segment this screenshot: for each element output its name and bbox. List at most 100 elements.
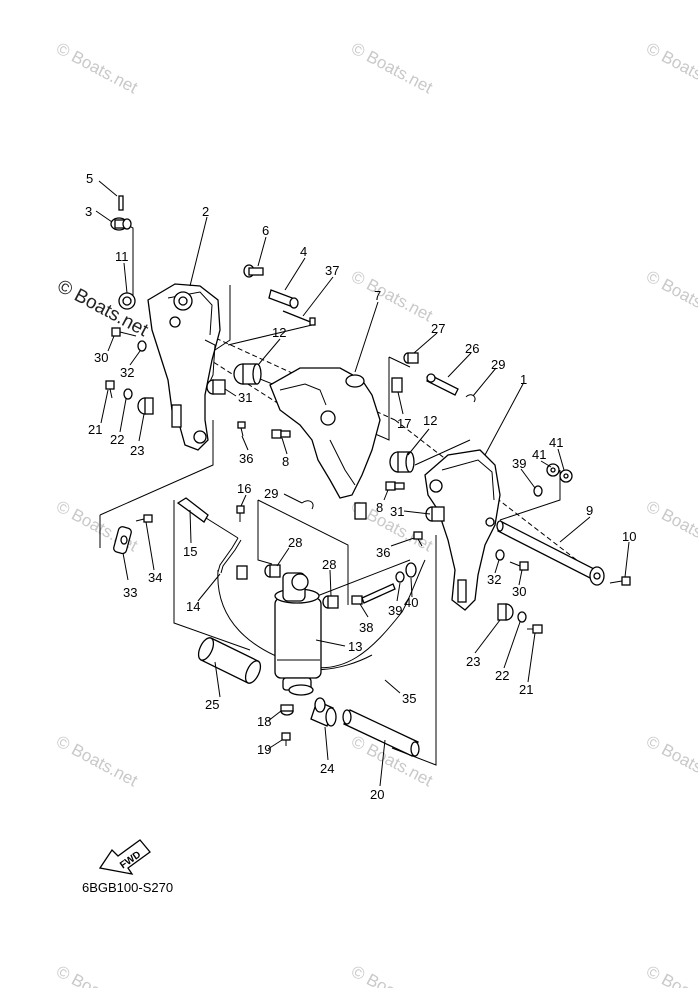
callout-33: 33 xyxy=(123,585,137,600)
part-32-washer-left xyxy=(137,340,147,352)
part-25-tube xyxy=(197,637,262,684)
part-8-bolt-upper xyxy=(271,429,291,439)
part-16-screw xyxy=(236,505,245,522)
callout-2: 2 xyxy=(202,204,209,219)
watermark: © Boats.net xyxy=(53,962,141,988)
callout-19: 19 xyxy=(257,742,271,757)
watermark-dark: © Boats.net xyxy=(54,276,152,342)
callout-31b: 31 xyxy=(390,504,404,519)
part-38-bolt xyxy=(351,583,396,605)
part-18-washer xyxy=(280,704,294,716)
part-27-pin xyxy=(403,352,419,364)
part-15-lever xyxy=(176,497,239,539)
leader-lines xyxy=(95,180,630,787)
callout-13: 13 xyxy=(348,639,362,654)
watermark: © Boats.net xyxy=(348,39,436,98)
part-39-washer-upper xyxy=(533,485,543,497)
part-26-shaft xyxy=(426,373,459,396)
callout-30a: 30 xyxy=(94,350,108,365)
part-11-bushing xyxy=(118,292,136,310)
callout-29b: 29 xyxy=(491,357,505,372)
callout-22b: 22 xyxy=(495,668,509,683)
callout-38: 38 xyxy=(359,620,373,635)
callout-10: 10 xyxy=(622,529,636,544)
callout-15: 15 xyxy=(183,544,197,559)
callout-7: 7 xyxy=(374,288,381,303)
part-10-bolt xyxy=(609,576,631,586)
callout-24: 24 xyxy=(320,761,334,776)
callout-27: 27 xyxy=(431,321,445,336)
callout-8a: 8 xyxy=(282,454,289,469)
callout-21a: 21 xyxy=(88,422,102,437)
callout-6: 6 xyxy=(262,223,269,238)
part-32-washer-right xyxy=(495,549,505,561)
part-21-bolt-right xyxy=(527,624,543,634)
part-31-collar-right xyxy=(425,506,445,522)
part-6-pin xyxy=(243,264,264,278)
callout-32b: 32 xyxy=(487,572,501,587)
part-36-screw-right xyxy=(413,531,423,547)
diagram-code: 6BGB100-S270 xyxy=(82,880,173,895)
callout-20: 20 xyxy=(370,787,384,802)
part-39-washer-lower xyxy=(395,571,405,583)
watermark: © Boats.net xyxy=(643,732,698,791)
part-41-nut-upper-b xyxy=(559,469,573,483)
part-40-washer xyxy=(405,562,417,578)
part-34-screw xyxy=(135,514,153,523)
callout-41b: 41 xyxy=(549,435,563,450)
part-12-bushing-left xyxy=(233,363,262,385)
callout-1: 1 xyxy=(520,372,527,387)
watermark: © Boats.net xyxy=(53,39,141,98)
watermark: © Boats.net xyxy=(53,732,141,791)
callouts: 5 3 2 11 6 4 37 7 12 30 32 21 22 23 31 3… xyxy=(85,171,636,802)
part-1-clamp-bracket-right xyxy=(424,449,501,611)
hose xyxy=(217,559,426,669)
part-28-collar-right xyxy=(322,595,339,609)
callout-4: 4 xyxy=(300,244,307,259)
part-13-cylinder xyxy=(274,572,322,696)
watermark: © Boats.net xyxy=(643,497,698,556)
part-9-tilt-tube xyxy=(496,520,605,586)
callout-21b: 21 xyxy=(519,682,533,697)
part-30-bolt-left xyxy=(111,327,137,337)
callout-23b: 23 xyxy=(466,654,480,669)
part-14-rod xyxy=(217,537,248,580)
part-21-bolt-left xyxy=(105,380,115,399)
callout-41a: 41 xyxy=(532,447,546,462)
callout-39b: 39 xyxy=(388,603,402,618)
part-29-clip-left xyxy=(301,500,314,510)
callout-35: 35 xyxy=(402,691,416,706)
callout-28a: 28 xyxy=(288,535,302,550)
watermark: © Boats.net xyxy=(643,962,698,988)
part-4-spacer xyxy=(268,289,299,309)
part-31-collar-left xyxy=(206,379,226,395)
callout-11: 11 xyxy=(115,249,129,264)
watermark: © Boats.net xyxy=(643,39,698,98)
callout-12a: 12 xyxy=(272,325,286,340)
callout-18: 18 xyxy=(257,714,271,729)
watermark: © Boats.net xyxy=(643,267,698,326)
callout-36b: 36 xyxy=(376,545,390,560)
callout-9: 9 xyxy=(586,503,593,518)
part-5-pin xyxy=(118,195,124,211)
part-20-tube xyxy=(342,709,420,757)
part-23-bushing-right xyxy=(497,603,514,621)
callout-26: 26 xyxy=(465,341,479,356)
part-22-washer-right xyxy=(517,611,527,623)
callout-5: 5 xyxy=(86,171,93,186)
callout-37: 37 xyxy=(325,263,339,278)
callout-39a: 39 xyxy=(512,456,526,471)
watermark: © Boats.net xyxy=(348,267,436,326)
part-7-swivel-bracket xyxy=(269,367,381,520)
callout-32a: 32 xyxy=(120,365,134,380)
part-37-rod xyxy=(282,310,316,326)
part-30-bolt-right xyxy=(509,561,529,571)
callout-34: 34 xyxy=(148,570,162,585)
part-19-screw xyxy=(281,732,291,746)
callout-14: 14 xyxy=(186,599,200,614)
part-8-bolt-lower xyxy=(385,481,405,491)
callout-8b: 8 xyxy=(376,500,383,515)
watermark: © Boats.net xyxy=(348,962,436,988)
callout-3: 3 xyxy=(85,204,92,219)
